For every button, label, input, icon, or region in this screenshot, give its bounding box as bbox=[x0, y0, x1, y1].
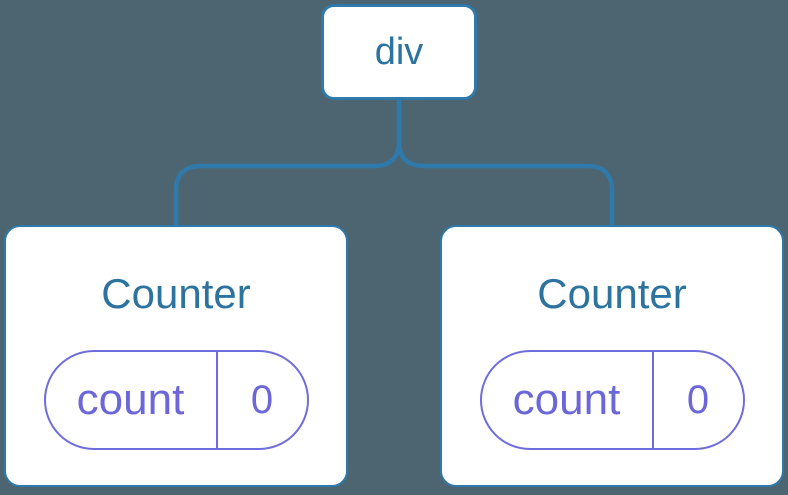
tree-node-counter-right: Counter count 0 bbox=[440, 225, 784, 487]
state-value-cell: 0 bbox=[218, 352, 307, 448]
tree-node-div: div bbox=[321, 4, 477, 100]
state-value: 0 bbox=[686, 377, 710, 422]
state-key-label: count bbox=[76, 375, 185, 424]
connector-right-branch bbox=[396, 99, 615, 226]
state-value-cell: 0 bbox=[654, 352, 743, 448]
tree-node-counter-left: Counter count 0 bbox=[4, 225, 348, 487]
state-key-cell: count bbox=[46, 352, 218, 448]
state-key-label: count bbox=[512, 375, 621, 424]
state-pill: count 0 bbox=[43, 350, 309, 450]
counter-node-label: Counter bbox=[537, 270, 687, 317]
connector-left-branch bbox=[173, 99, 402, 226]
state-pill: count 0 bbox=[479, 350, 745, 450]
counter-node-label: Counter bbox=[101, 270, 251, 317]
root-node-label: div bbox=[374, 30, 424, 73]
state-key-cell: count bbox=[482, 352, 654, 448]
state-value: 0 bbox=[250, 377, 274, 422]
